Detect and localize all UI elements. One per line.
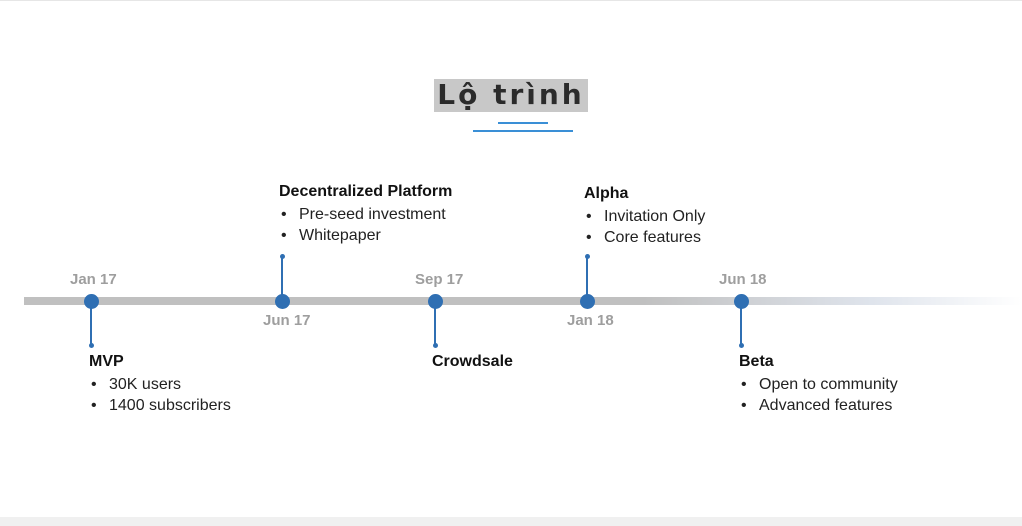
milestone-title: Alpha (584, 185, 629, 202)
milestone-item: Pre-seed investment (279, 204, 452, 225)
milestone-connector-tip (585, 254, 590, 259)
milestone-connector-tip (739, 343, 744, 348)
milestone-date-jun-18: Jun 18 (719, 271, 767, 288)
milestone-date-sep-17: Sep 17 (415, 271, 464, 288)
milestone-date-jun-17: Jun 17 (263, 312, 311, 329)
milestone-connector-tip (89, 343, 94, 348)
milestone-item: 1400 subscribers (89, 395, 231, 416)
milestone-connector (586, 258, 588, 296)
milestone-card-beta: Beta Open to community Advanced features (739, 352, 898, 416)
milestone-date-jan-17: Jan 17 (70, 271, 117, 288)
milestone-item: Core features (584, 227, 705, 248)
milestone-dot-jan-17[interactable] (84, 294, 99, 309)
milestone-connector (740, 308, 742, 346)
milestone-items: Open to community Advanced features (739, 374, 898, 416)
milestone-title: Crowdsale (432, 353, 513, 370)
milestone-card-mvp: MVP 30K users 1400 subscribers (89, 352, 231, 416)
milestone-date-jan-18: Jan 18 (567, 312, 614, 329)
page-title: Lộ trình (434, 79, 588, 112)
milestone-items: 30K users 1400 subscribers (89, 374, 231, 416)
top-border (0, 0, 1022, 1)
milestone-items: Invitation Only Core features (584, 206, 705, 248)
milestone-dot-jun-18[interactable] (734, 294, 749, 309)
title-underline (473, 130, 573, 132)
milestone-title: MVP (89, 353, 124, 370)
milestone-connector (90, 308, 92, 346)
heading: Lộ trình (0, 79, 1022, 112)
milestone-connector (434, 308, 436, 346)
milestone-item: Invitation Only (584, 206, 705, 227)
milestone-connector-tip (280, 254, 285, 259)
milestone-dot-jan-18[interactable] (580, 294, 595, 309)
milestone-item: Open to community (739, 374, 898, 395)
timeline-line (24, 297, 1022, 305)
milestone-connector (281, 258, 283, 296)
milestone-dot-jun-17[interactable] (275, 294, 290, 309)
bottom-band (0, 517, 1022, 526)
title-underline-accent (498, 122, 548, 124)
milestone-title: Decentralized Platform (279, 183, 453, 200)
milestone-item: Advanced features (739, 395, 898, 416)
milestone-card-crowdsale: Crowdsale (432, 352, 513, 372)
milestone-connector-tip (433, 343, 438, 348)
milestone-items: Pre-seed investment Whitepaper (279, 204, 452, 246)
milestone-dot-sep-17[interactable] (428, 294, 443, 309)
milestone-item: 30K users (89, 374, 231, 395)
milestone-item: Whitepaper (279, 225, 452, 246)
milestone-card-decentralized-platform: Decentralized Platform Pre-seed investme… (279, 182, 452, 246)
milestone-card-alpha: Alpha Invitation Only Core features (584, 184, 705, 248)
milestone-title: Beta (739, 353, 774, 370)
